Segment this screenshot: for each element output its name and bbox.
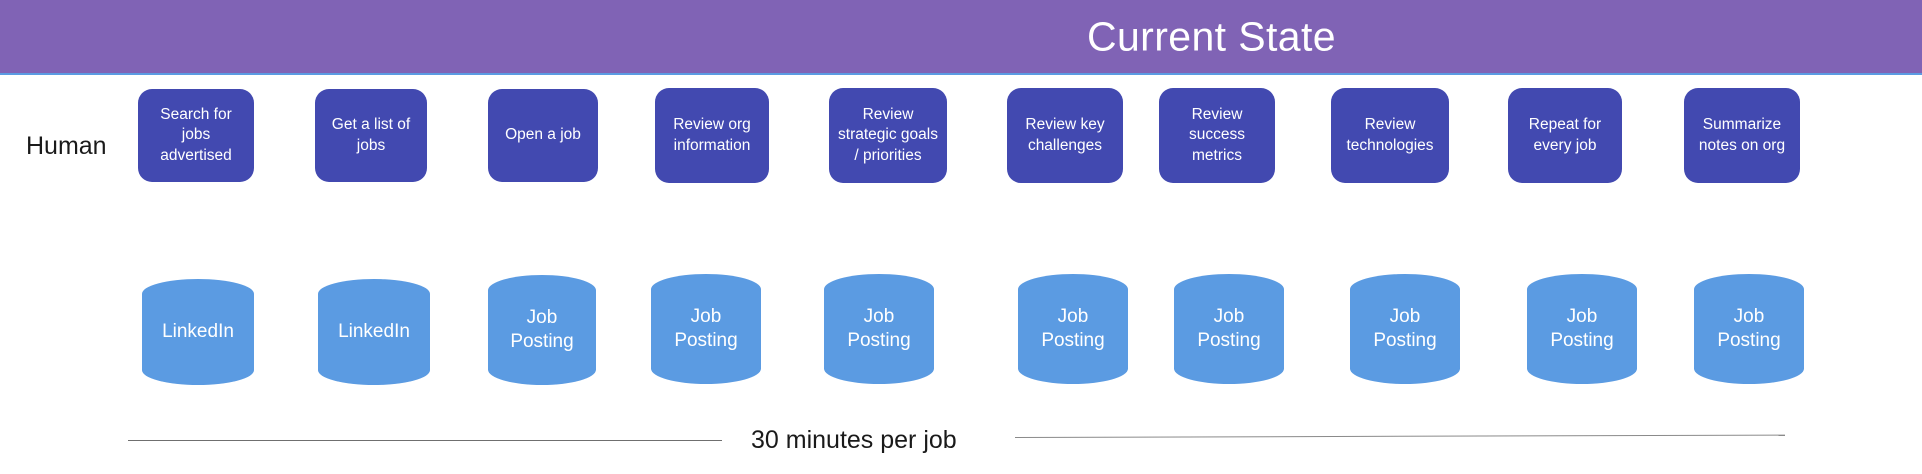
- process-card[interactable]: Get a list of jobs: [315, 89, 427, 182]
- process-card-label: Review success metrics: [1189, 105, 1245, 164]
- process-card[interactable]: Review strategic goals / priorities: [829, 88, 947, 183]
- datastore-cylinder[interactable]: LinkedIn: [318, 279, 430, 385]
- datastore-label: Job Posting: [1550, 306, 1614, 351]
- process-card[interactable]: Repeat for every job: [1508, 88, 1622, 183]
- process-card-label: Review org information: [673, 116, 751, 154]
- datastore-cylinder[interactable]: Job Posting: [1174, 274, 1284, 384]
- process-card-label: Open a job: [505, 126, 581, 144]
- header-banner: Current State: [0, 0, 1922, 73]
- timing-label: 30 minutes per job: [751, 426, 957, 454]
- process-card[interactable]: Review success metrics: [1159, 88, 1275, 183]
- banner-underline-divider: [0, 73, 1922, 75]
- cylinder-shape-icon: [488, 275, 596, 385]
- datastore-cylinder[interactable]: Job Posting: [651, 274, 761, 384]
- cylinder-shape-icon: [142, 279, 254, 385]
- swimlane-label-human: Human: [26, 132, 107, 160]
- datastore-label: Job Posting: [510, 307, 574, 352]
- process-card[interactable]: Open a job: [488, 89, 598, 182]
- process-card[interactable]: Review key challenges: [1007, 88, 1123, 183]
- process-card-label: Review strategic goals / priorities: [838, 105, 938, 164]
- cylinder-shape-icon: [1350, 274, 1460, 384]
- process-card-label: Summarize notes on org: [1698, 116, 1786, 154]
- process-card-label: Repeat for every job: [1528, 116, 1602, 154]
- datastore-cylinder[interactable]: Job Posting: [824, 274, 934, 384]
- process-card-label: Get a list of jobs: [331, 116, 411, 154]
- datastore-label: Job Posting: [1197, 306, 1261, 351]
- datastore-label: LinkedIn: [162, 321, 234, 343]
- cylinder-shape-icon: [1018, 274, 1128, 384]
- page-title: Current State: [1086, 13, 1336, 59]
- cylinder-shape-icon: [1694, 274, 1804, 384]
- datastore-cylinder[interactable]: Job Posting: [1694, 274, 1804, 384]
- cylinder-shape-icon: [651, 274, 761, 384]
- datastore-label: Job Posting: [1041, 306, 1105, 351]
- datastore-cylinder[interactable]: Job Posting: [1018, 274, 1128, 384]
- datastore-label: Job Posting: [674, 306, 738, 351]
- cylinder-shape-icon: [1527, 274, 1637, 384]
- process-card-label: Review technologies: [1346, 116, 1434, 154]
- timing-line-right: [1014, 434, 1785, 438]
- datastore-label: Job Posting: [1717, 306, 1781, 351]
- datastore-label: LinkedIn: [338, 321, 410, 343]
- datastore-cylinder[interactable]: LinkedIn: [142, 279, 254, 385]
- cylinder-shape-icon: [318, 279, 430, 385]
- datastore-cylinder[interactable]: Job Posting: [488, 275, 596, 385]
- process-card-label: Review key challenges: [1025, 116, 1105, 154]
- timing-line-left: [128, 440, 722, 441]
- datastore-label: Job Posting: [847, 306, 911, 351]
- datastore-cylinder[interactable]: Job Posting: [1350, 274, 1460, 384]
- datastore-cylinder[interactable]: Job Posting: [1527, 274, 1637, 384]
- process-card[interactable]: Search for jobs advertised: [138, 89, 254, 182]
- process-card[interactable]: Review org information: [655, 88, 769, 183]
- cylinder-shape-icon: [824, 274, 934, 384]
- process-card[interactable]: Summarize notes on org: [1684, 88, 1800, 183]
- process-card[interactable]: Review technologies: [1331, 88, 1449, 183]
- cylinder-shape-icon: [1174, 274, 1284, 384]
- process-card-label: Search for jobs advertised: [160, 105, 232, 164]
- datastore-label: Job Posting: [1373, 306, 1437, 351]
